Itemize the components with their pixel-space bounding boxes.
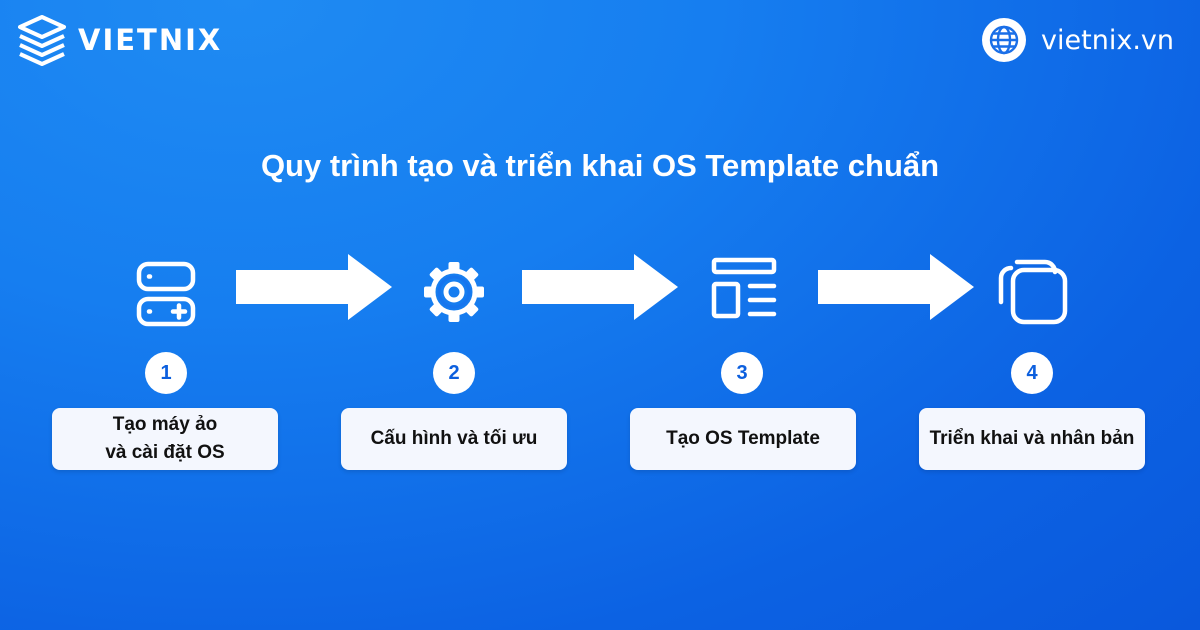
step-number-1: 1: [145, 352, 187, 394]
flow-arrow-1: [236, 254, 392, 320]
gear-icon: [418, 256, 490, 328]
globe-icon: [982, 18, 1027, 62]
step-label-line: Cấu hình và tối ưu: [370, 428, 538, 449]
step-label-line: Tạo máy ảo: [112, 414, 218, 435]
step-number-3: 3: [721, 352, 763, 394]
server-add-icon: [129, 258, 201, 330]
step-number-4: 4: [1011, 352, 1053, 394]
step-number-2: 2: [433, 352, 475, 394]
step-label-line: Triển khai và nhân bản: [929, 428, 1135, 449]
flow-arrow-3: [818, 254, 974, 320]
step-card-3: Tạo OS Template: [630, 408, 856, 470]
website-link[interactable]: vietnix.vn: [982, 18, 1174, 62]
flow-arrow-2: [522, 254, 678, 320]
brand[interactable]: VIETNIX: [14, 14, 222, 66]
step-card-2: Cấu hình và tối ưu: [341, 408, 567, 470]
step-card-1: Tạo máy ảo và cài đặt OS: [52, 408, 278, 470]
copy-icon: [997, 254, 1069, 326]
website-url: vietnix.vn: [1041, 24, 1174, 56]
step-label-line: Tạo OS Template: [666, 428, 820, 449]
brand-logo-icon: [14, 14, 70, 66]
page-title: Quy trình tạo và triển khai OS Template …: [260, 148, 940, 183]
template-layout-icon: [708, 254, 780, 326]
step-card-4: Triển khai và nhân bản: [919, 408, 1145, 470]
brand-name: VIETNIX: [78, 23, 223, 57]
step-label-line: và cài đặt OS: [105, 442, 225, 463]
